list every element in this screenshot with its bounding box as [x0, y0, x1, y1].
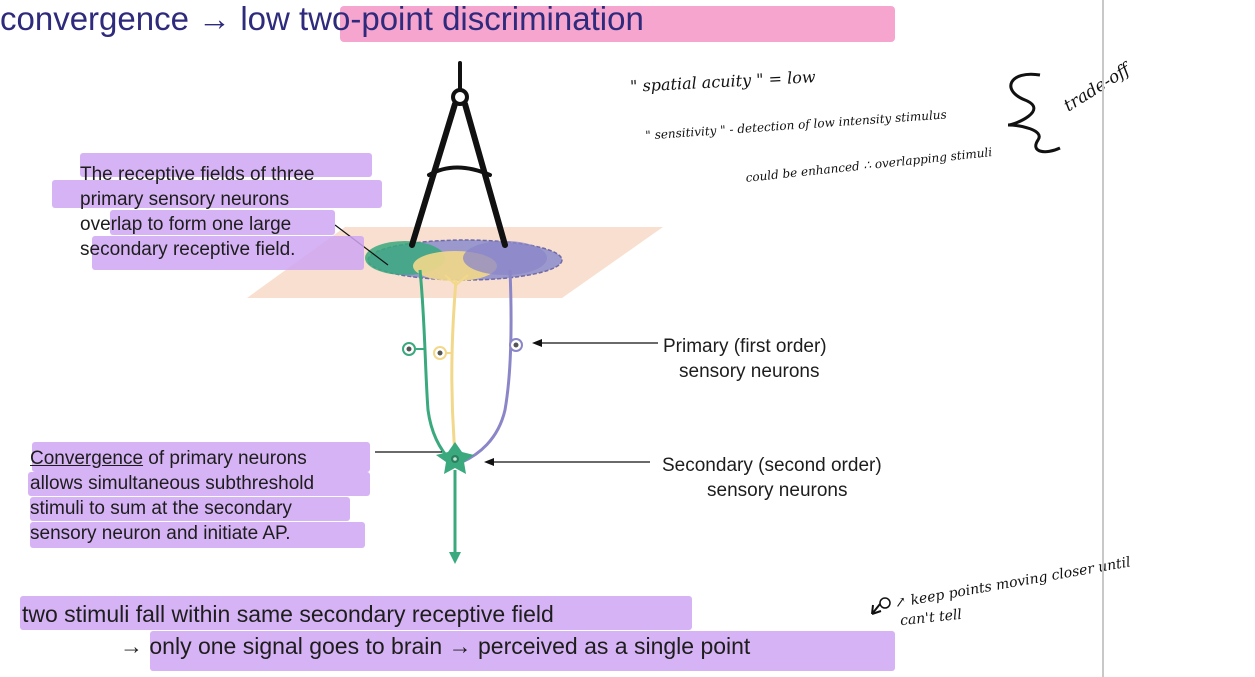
secondary-label-line2: sensory neurons — [707, 480, 848, 501]
primary-label-line2: sensory neurons — [679, 361, 820, 382]
primary-neuron-purple-axon — [461, 269, 513, 464]
conv-label-line1: Convergence of primary neurons — [30, 446, 307, 471]
conv-label-line4: sensory neuron and initiate AP. — [30, 523, 291, 544]
convergence-word: Convergence — [30, 448, 144, 469]
conv-label-highlight — [30, 522, 365, 548]
rf-label-line4: secondary receptive field. — [80, 239, 296, 260]
rf-label-highlight — [92, 236, 364, 270]
convergence-rest: of primary neurons — [143, 448, 307, 469]
rf-label-line1: The receptive fields of three — [80, 164, 315, 185]
bottom-line2: → only one signal goes to brain → percei… — [120, 633, 751, 659]
title-part2: low two-point discrimination — [240, 0, 644, 37]
rf-label-highlight — [52, 180, 382, 208]
title-part1: convergence → — [0, 0, 232, 37]
conv-label-highlight — [28, 472, 370, 496]
receptive-field-purple — [463, 241, 547, 275]
primary-neuron-yellow-axon — [450, 279, 458, 456]
bottom-highlight — [150, 631, 895, 671]
bottom-highlight — [20, 596, 692, 630]
secondary-axon-arrowhead — [449, 552, 461, 564]
bottom-line1: two stimuli fall within same secondary r… — [22, 601, 554, 627]
rf-label-line2: primary sensory neurons — [80, 189, 290, 210]
page-title: convergence → low two-point discriminati… — [0, 0, 1255, 38]
conv-label-line2: allows simultaneous subthreshold — [30, 473, 315, 494]
handwritten-brace — [1007, 72, 1061, 154]
title-highlight — [340, 6, 895, 42]
primary-neuron-green-axon — [418, 269, 454, 464]
conv-label-highlight — [32, 442, 370, 472]
rf-label-highlight — [110, 210, 335, 235]
conv-label-line3: stimuli to sum at the secondary — [30, 498, 292, 519]
rf-label-line3: overlap to form one large — [80, 214, 292, 235]
secondary-label-line1: Secondary (second order) — [662, 455, 882, 476]
page-edge-divider — [1102, 0, 1104, 677]
rf-label-highlight — [80, 153, 372, 177]
primary-label-line1: Primary (first order) — [663, 336, 827, 357]
two-point-caliper — [409, 61, 508, 248]
conv-label-highlight — [30, 497, 350, 521]
